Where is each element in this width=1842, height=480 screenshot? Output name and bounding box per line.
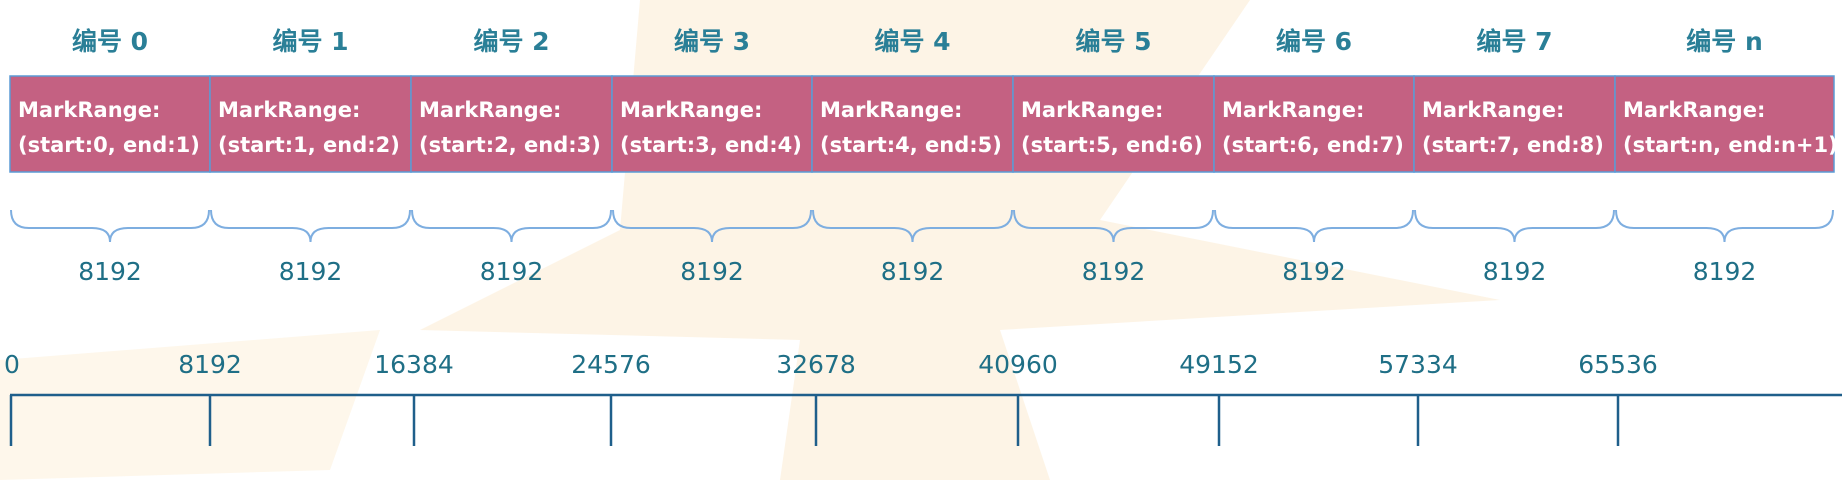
mark-range-label: MarkRange: [1222,98,1364,122]
row-offset-axis: 0 8192 16384 24576 32678 40960 49152 57334 65536 [4,350,1842,446]
axis-tick-label: 57334 [1378,350,1458,379]
brace [1214,209,1414,243]
brace [1615,209,1834,243]
granule-size: 8192 [1483,257,1547,286]
mark-range-label: MarkRange: [218,98,360,122]
granule-size: 8192 [78,257,142,286]
granule-title: 编号 1 [272,27,348,56]
granule-size: 8192 [1693,257,1757,286]
axis-tick-label: 8192 [178,350,242,379]
brace [1013,209,1214,243]
granule-title: 编号 6 [1276,27,1352,56]
axis-tick-label: 49152 [1179,350,1259,379]
mark-range-label: MarkRange: [1623,98,1765,122]
granule-title: 编号 0 [72,27,148,56]
granule-size: 8192 [1282,257,1346,286]
axis-tick-label: 0 [4,350,20,379]
granule-title: 编号 2 [473,27,549,56]
granule-sizes: 8192 8192 8192 8192 8192 8192 8192 8192 8192 [78,257,1756,286]
brace [210,209,411,243]
mark-range-value: (start:n, end:n+1) [1623,133,1838,157]
brace [10,209,210,243]
brace [411,209,612,243]
mark-range-cell [1614,75,1835,173]
granule-size: 8192 [480,257,544,286]
mark-range-value: (start:4, end:5) [820,133,1002,157]
axis-tick-label: 32678 [776,350,856,379]
mark-range-cell [1213,75,1415,173]
mark-range-label: MarkRange: [18,98,160,122]
mark-range-value: (start:5, end:6) [1021,133,1203,157]
granule-title: 编号 7 [1476,27,1552,56]
watermark [0,0,1500,480]
mark-range-value: (start:2, end:3) [419,133,601,157]
brace [1414,209,1615,243]
watermark-shape [420,0,1500,480]
mark-range-label: MarkRange: [1422,98,1564,122]
mark-range-cell [1413,75,1616,173]
granule-title: 编号 4 [874,27,950,56]
granule-size: 8192 [881,257,945,286]
brace [812,209,1013,243]
granule-title: 编号 5 [1075,27,1151,56]
watermark-shape [0,330,380,480]
axis-tick-label: 16384 [374,350,454,379]
mark-range-label: MarkRange: [820,98,962,122]
mark-range-cell [811,75,1014,173]
mark-range-value: (start:3, end:4) [620,133,802,157]
granule-size: 8192 [680,257,744,286]
mark-range-cell [209,75,412,173]
brace [612,209,812,243]
mark-range-label: MarkRange: [419,98,561,122]
granule-titles: 编号 0 编号 1 编号 2 编号 3 编号 4 编号 5 编号 6 编号 7 编号 n [72,27,1763,56]
mark-range-cell [611,75,813,173]
braces-row [10,209,1834,243]
granule-size: 8192 [279,257,343,286]
mark-range-value: (start:0, end:1) [18,133,200,157]
mark-range-cell [1012,75,1215,173]
mark-range-value: (start:6, end:7) [1222,133,1404,157]
granule-size: 8192 [1082,257,1146,286]
mark-range-cell [410,75,613,173]
axis-tick-label: 65536 [1578,350,1658,379]
mark-range-value: (start:7, end:8) [1422,133,1604,157]
mark-range-row: MarkRange: (start:0, end:1) MarkRange: (sta… [9,75,1838,173]
mark-range-label: MarkRange: [620,98,762,122]
axis-tick-label: 40960 [978,350,1058,379]
mark-range-cell [9,75,211,173]
axis-tick-label: 24576 [571,350,651,379]
mark-range-label: MarkRange: [1021,98,1163,122]
granule-title: 编号 n [1686,27,1763,56]
mark-range-value: (start:1, end:2) [218,133,400,157]
granule-title: 编号 3 [674,27,750,56]
